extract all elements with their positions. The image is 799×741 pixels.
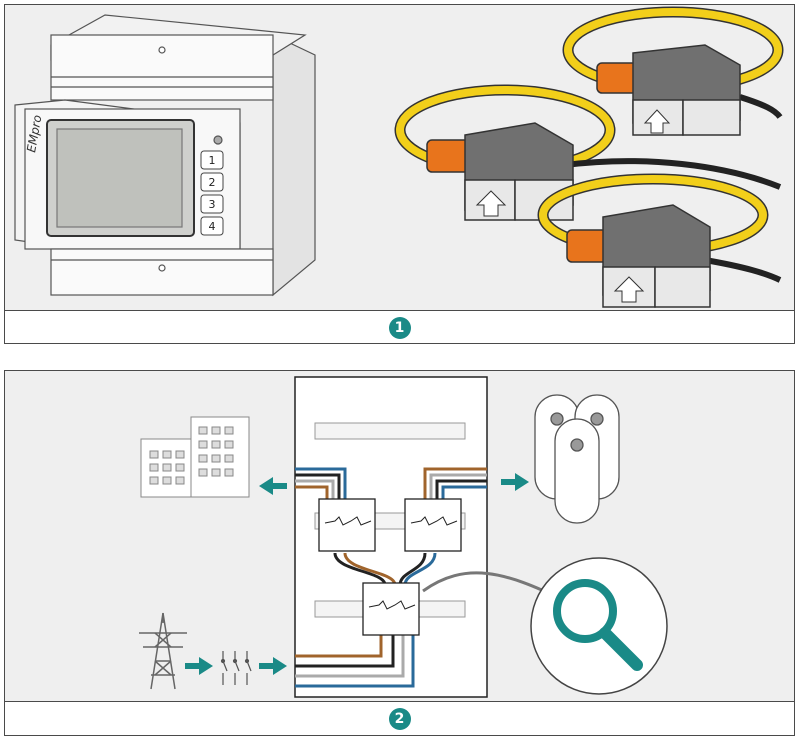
arrow-icon	[501, 473, 529, 491]
step-1-panel: EMpro 1 2 3 4	[4, 4, 795, 344]
distribution-cabinet	[294, 376, 488, 698]
meter-keypad: 1 2 3 4	[200, 150, 224, 236]
meter-key-3: 3	[209, 198, 216, 211]
meter-key-2: 2	[209, 176, 216, 189]
step-2-panel: 2	[4, 370, 795, 736]
meter-key-1: 1	[209, 154, 216, 167]
meter-brand-label: EMpro	[24, 114, 44, 154]
meter-key-4: 4	[209, 220, 216, 233]
pylon-icon	[139, 612, 187, 690]
arrow-icon	[185, 657, 213, 675]
step-2-badge: 2	[388, 708, 411, 730]
step-1-illustration: EMpro 1 2 3 4	[5, 5, 794, 311]
arrow-icon	[259, 657, 287, 675]
arrow-icon	[259, 477, 287, 495]
step-2-illustration	[5, 371, 794, 702]
step-1-badge: 1	[388, 317, 411, 339]
energy-meter-icon	[14, 14, 316, 297]
clamp-sensor-icon	[534, 394, 620, 524]
rogowski-coil-icon	[394, 6, 784, 308]
magnifier-icon	[553, 579, 643, 671]
building-icon	[140, 416, 250, 498]
switch-icon	[220, 651, 252, 685]
